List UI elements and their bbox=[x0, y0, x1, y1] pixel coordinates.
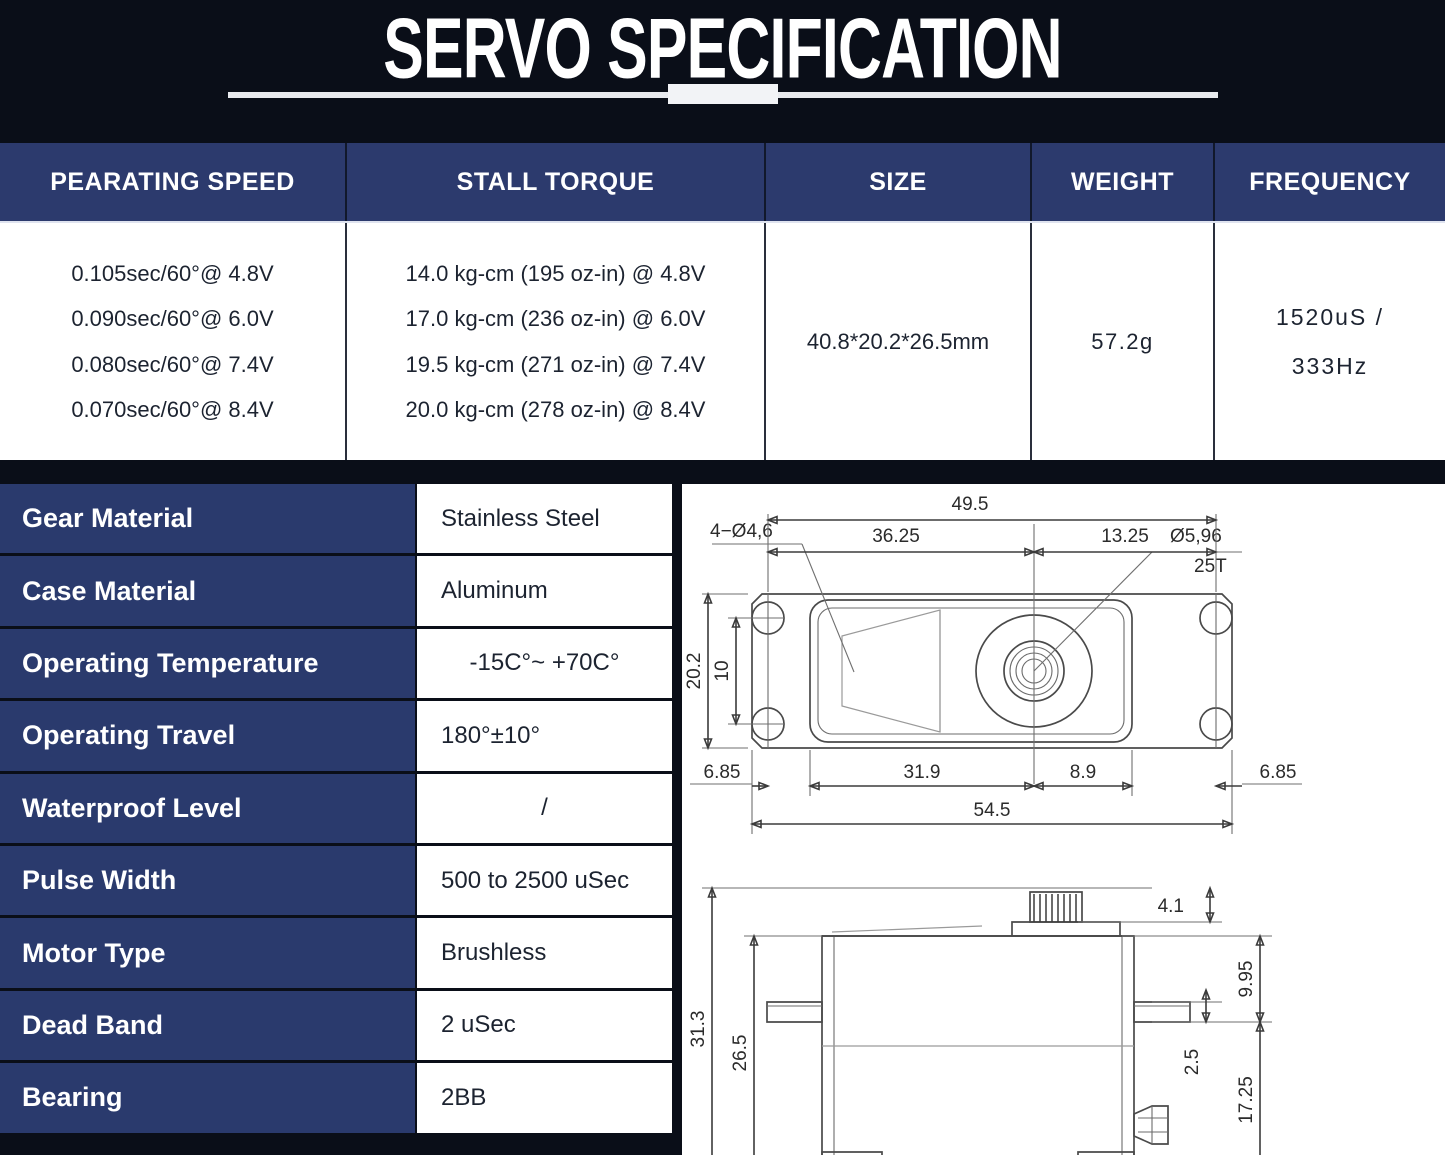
side-view-drawing: 31.3 26.5 4.1 9.95 bbox=[688, 885, 1272, 1155]
spec-value: Brushless bbox=[415, 918, 672, 988]
speed-value: 0.105sec/60°@ 4.8V bbox=[71, 261, 274, 287]
dim-tab-right: 6.85 bbox=[1260, 762, 1297, 783]
spec-row: Bearing 2BB bbox=[0, 1063, 672, 1136]
spec-value: -15C°~ +70C° bbox=[415, 628, 672, 699]
spec-value: / bbox=[415, 773, 672, 843]
spec-row: Dead Band 2 uSec bbox=[0, 990, 672, 1064]
header-operating-speed: PEARATING SPEED bbox=[0, 143, 347, 221]
dim-lower-mount: 17.25 bbox=[1236, 1076, 1257, 1124]
dim-spline-callout: Ø5,96 bbox=[1170, 526, 1222, 547]
servo-dimension-drawings: 4−Ø4,6 Ø5,96 25T 49.5 bbox=[684, 494, 1302, 1155]
dim-upper-mount: 9.95 bbox=[1236, 961, 1257, 998]
cell-stall-torque: 14.0 kg-cm (195 oz-in) @ 4.8V 17.0 kg-cm… bbox=[347, 223, 766, 460]
spec-row: Gear Material Stainless Steel bbox=[0, 484, 672, 557]
cell-operating-speed: 0.105sec/60°@ 4.8V 0.090sec/60°@ 6.0V 0.… bbox=[0, 223, 347, 460]
size-value: 40.8*20.2*26.5mm bbox=[806, 328, 990, 354]
spec-row: Pulse Width 500 to 2500 uSec bbox=[0, 845, 672, 919]
spec-label: Pulse Width bbox=[0, 845, 415, 916]
spec-label: Case Material bbox=[0, 556, 415, 626]
spec-row: Motor Type Brushless bbox=[0, 918, 672, 991]
dim-body-height: 26.5 bbox=[730, 1035, 751, 1072]
spec-value: Aluminum bbox=[415, 556, 672, 626]
dim-body-length: 31.9 bbox=[904, 762, 941, 783]
spec-row: Waterproof Level / bbox=[0, 773, 672, 846]
header-stall-torque: STALL TORQUE bbox=[347, 143, 766, 221]
performance-table: PEARATING SPEED STALL TORQUE SIZE WEIGHT… bbox=[0, 143, 1445, 460]
performance-table-header-row: PEARATING SPEED STALL TORQUE SIZE WEIGHT… bbox=[0, 143, 1445, 223]
cell-frequency: 1520uS / 333Hz bbox=[1215, 223, 1445, 460]
cell-size: 40.8*20.2*26.5mm bbox=[766, 223, 1032, 460]
specification-list: Gear Material Stainless Steel Case Mater… bbox=[0, 484, 672, 1155]
dim-body-width: 20.2 bbox=[684, 653, 705, 690]
header-size: SIZE bbox=[766, 143, 1032, 221]
spec-label: Operating Travel bbox=[0, 701, 415, 771]
top-view-drawing: 4−Ø4,6 Ø5,96 25T 49.5 bbox=[684, 494, 1302, 834]
spec-value: 180°±10° bbox=[415, 701, 672, 771]
header-weight: WEIGHT bbox=[1032, 143, 1215, 221]
page-title: SERVO SPECIFICATION bbox=[383, 1, 1062, 97]
torque-value: 19.5 kg-cm (271 oz-in) @ 7.4V bbox=[405, 351, 706, 377]
spec-label: Motor Type bbox=[0, 918, 415, 988]
dim-shaft-offset: 8.9 bbox=[1070, 762, 1096, 783]
frequency-value-line-1: 1520uS / bbox=[1275, 304, 1385, 331]
speed-value: 0.090sec/60°@ 6.0V bbox=[71, 306, 274, 332]
speed-value: 0.070sec/60°@ 8.4V bbox=[71, 396, 274, 422]
dim-mount-to-shaft: 36.25 bbox=[872, 526, 920, 547]
spec-row: Operating Temperature -15C°~ +70C° bbox=[0, 628, 672, 702]
weight-value: 57.2g bbox=[1091, 328, 1154, 354]
dim-overall-with-tabs: 54.5 bbox=[974, 800, 1011, 821]
dim-shaft-height: 4.1 bbox=[1158, 896, 1184, 917]
dim-hole-callout: 4−Ø4,6 bbox=[710, 521, 773, 542]
spec-label: Gear Material bbox=[0, 484, 415, 554]
spec-label: Waterproof Level bbox=[0, 773, 415, 843]
torque-value: 17.0 kg-cm (236 oz-in) @ 6.0V bbox=[405, 306, 706, 332]
torque-value: 14.0 kg-cm (195 oz-in) @ 4.8V bbox=[405, 261, 706, 287]
spec-label: Bearing bbox=[0, 1063, 415, 1133]
dim-overall-length: 49.5 bbox=[952, 494, 989, 515]
dim-total-height: 31.3 bbox=[688, 1011, 709, 1048]
spec-label: Dead Band bbox=[0, 990, 415, 1061]
header-frequency: FREQUENCY bbox=[1249, 167, 1411, 196]
cell-weight: 57.2g bbox=[1032, 223, 1215, 460]
technical-drawing-panel: 4−Ø4,6 Ø5,96 25T 49.5 bbox=[682, 484, 1445, 1155]
spec-value: Stainless Steel bbox=[415, 484, 672, 554]
spec-value: 2 uSec bbox=[415, 990, 672, 1061]
dim-tab-thickness: 2.5 bbox=[1182, 1049, 1203, 1075]
lower-section: Gear Material Stainless Steel Case Mater… bbox=[0, 460, 1445, 1155]
spec-value: 500 to 2500 uSec bbox=[415, 845, 672, 916]
dim-spline-teeth: 25T bbox=[1194, 556, 1227, 577]
spec-row: Operating Travel 180°±10° bbox=[0, 701, 672, 774]
speed-value: 0.080sec/60°@ 7.4V bbox=[71, 351, 274, 377]
dim-hole-spacing: 10 bbox=[712, 660, 733, 681]
dim-tab-left: 6.85 bbox=[704, 762, 741, 783]
torque-value: 20.0 kg-cm (278 oz-in) @ 8.4V bbox=[405, 396, 706, 422]
spec-label: Operating Temperature bbox=[0, 628, 415, 699]
dim-shaft-to-end: 13.25 bbox=[1101, 526, 1149, 547]
frequency-value-line-2: 333Hz bbox=[1291, 352, 1369, 379]
spec-value: 2BB bbox=[415, 1063, 672, 1133]
performance-table-body-row: 0.105sec/60°@ 4.8V 0.090sec/60°@ 6.0V 0.… bbox=[0, 223, 1445, 460]
title-banner: SERVO SPECIFICATION bbox=[0, 0, 1445, 140]
title-divider-center-block bbox=[668, 84, 778, 104]
spec-row: Case Material Aluminum bbox=[0, 556, 672, 629]
